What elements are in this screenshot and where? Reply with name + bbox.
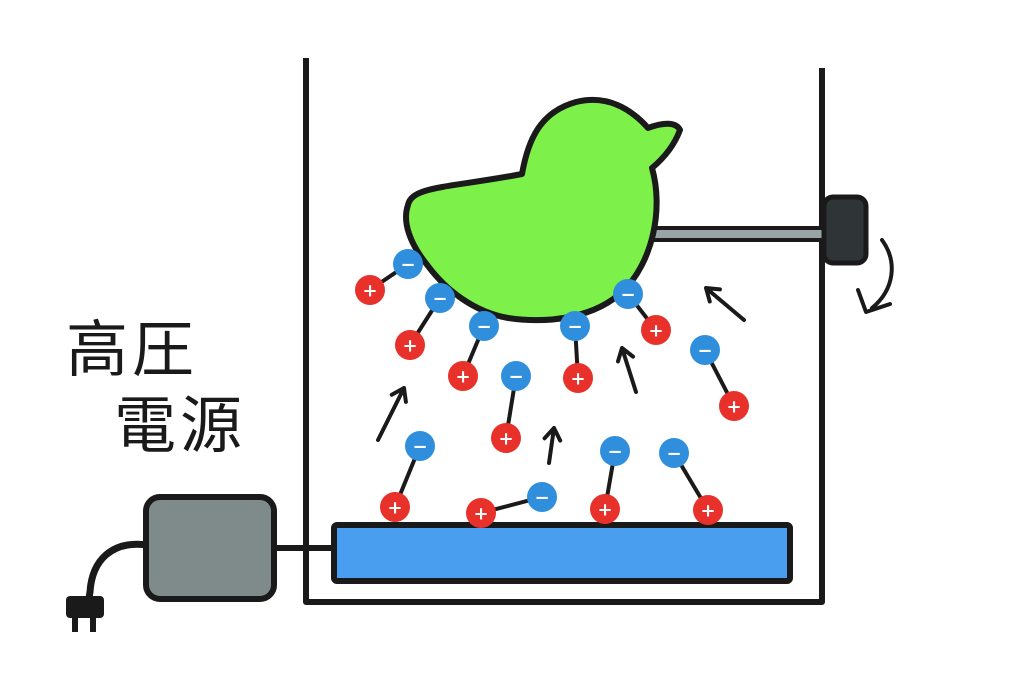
positive-ion-symbol: + bbox=[473, 504, 488, 525]
negative-ion-symbol: − bbox=[508, 367, 523, 388]
ion-pair: +− bbox=[659, 438, 723, 525]
negative-ion-symbol: − bbox=[534, 488, 549, 509]
ion-pair: +− bbox=[560, 311, 593, 393]
positive-ion-icon: + bbox=[355, 275, 385, 305]
negative-ion-symbol: − bbox=[607, 442, 622, 463]
electrode-plate bbox=[331, 522, 793, 584]
positive-ion-symbol: + bbox=[648, 321, 663, 342]
negative-ion-icon: − bbox=[613, 279, 643, 309]
ion-pair: +− bbox=[466, 482, 557, 528]
ion-pair: +− bbox=[491, 361, 531, 453]
positive-ion-symbol: + bbox=[726, 397, 741, 418]
positive-ion-symbol: + bbox=[570, 369, 585, 390]
power-cord bbox=[66, 540, 152, 632]
ion-flow-arrows bbox=[376, 286, 746, 465]
coating-tank bbox=[303, 58, 825, 605]
positive-ion-icon: + bbox=[641, 315, 671, 345]
positive-ion-symbol: + bbox=[700, 501, 715, 522]
negative-ion-icon: − bbox=[600, 436, 630, 466]
flow-arrow-icon bbox=[542, 426, 563, 465]
negative-ion-symbol: − bbox=[432, 289, 447, 310]
negative-ion-symbol: − bbox=[697, 341, 712, 362]
positive-ion-icon: + bbox=[590, 494, 620, 524]
power-supply-label-line2: 電源 bbox=[114, 389, 247, 462]
ion-pair: +− bbox=[380, 431, 435, 522]
positive-ion-icon: + bbox=[563, 363, 593, 393]
ion-pair: +− bbox=[590, 436, 630, 524]
rotation-clamp bbox=[821, 194, 869, 266]
negative-ion-symbol: − bbox=[412, 437, 427, 458]
positive-ion-symbol: + bbox=[498, 429, 513, 450]
ion-pair: +− bbox=[395, 283, 455, 360]
negative-ion-icon: − bbox=[501, 361, 531, 391]
support-rod bbox=[644, 226, 832, 242]
negative-ion-icon: − bbox=[527, 482, 557, 512]
negative-ion-symbol: − bbox=[620, 285, 635, 306]
coated-object bbox=[403, 96, 683, 324]
positive-ion-icon: + bbox=[448, 361, 478, 391]
negative-ion-symbol: − bbox=[476, 317, 491, 338]
negative-ion-icon: − bbox=[425, 283, 455, 313]
positive-ion-symbol: + bbox=[597, 500, 612, 521]
positive-ion-symbol: + bbox=[455, 367, 470, 388]
positive-ion-symbol: + bbox=[402, 336, 417, 357]
power-supply-label: 高圧 電源 bbox=[66, 312, 296, 464]
negative-ion-symbol: − bbox=[400, 255, 415, 276]
ion-pair: +− bbox=[448, 311, 499, 391]
negative-ion-icon: − bbox=[405, 431, 435, 461]
flow-arrow-icon bbox=[704, 286, 746, 322]
power-supply-label-line1: 高圧 bbox=[66, 313, 199, 386]
negative-ion-icon: − bbox=[393, 249, 423, 279]
negative-ion-symbol: − bbox=[666, 444, 681, 465]
ion-pair: +− bbox=[355, 249, 423, 305]
flow-arrow-icon bbox=[376, 386, 408, 442]
ion-pair: +− bbox=[613, 279, 671, 345]
ion-pairs: +−+−+−+−+−+−+−+−+−+−+− bbox=[355, 249, 749, 528]
positive-ion-icon: + bbox=[719, 391, 749, 421]
negative-ion-symbol: − bbox=[567, 317, 582, 338]
positive-ion-symbol: + bbox=[387, 498, 402, 519]
positive-ion-symbol: + bbox=[362, 281, 377, 302]
positive-ion-icon: + bbox=[693, 495, 723, 525]
rotation-arrow-icon bbox=[856, 238, 894, 314]
positive-ion-icon: + bbox=[395, 330, 425, 360]
positive-ion-icon: + bbox=[466, 498, 496, 528]
negative-ion-icon: − bbox=[659, 438, 689, 468]
power-supply-box bbox=[143, 494, 277, 602]
negative-ion-icon: − bbox=[469, 311, 499, 341]
negative-ion-icon: − bbox=[560, 311, 590, 341]
ion-pair: +− bbox=[690, 335, 749, 421]
positive-ion-icon: + bbox=[380, 492, 410, 522]
negative-ion-icon: − bbox=[690, 335, 720, 365]
plug-icon bbox=[66, 596, 104, 618]
flow-arrow-icon bbox=[615, 346, 638, 394]
positive-ion-icon: + bbox=[491, 423, 521, 453]
